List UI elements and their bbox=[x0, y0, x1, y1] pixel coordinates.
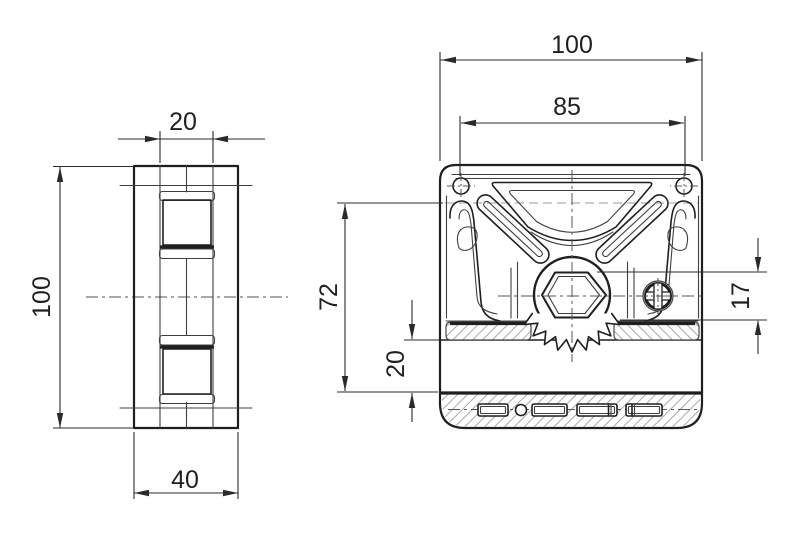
dim-front-hole-spacing: 85 bbox=[459, 93, 686, 176]
side-view: 20 100 40 bbox=[28, 108, 288, 499]
dim-front-lower-offset: 20 bbox=[382, 300, 441, 422]
side-pocket-outer bbox=[449, 200, 501, 322]
dim-side-bottom-width: 40 bbox=[133, 432, 239, 499]
dim-label: 40 bbox=[171, 466, 199, 494]
slot-4 bbox=[625, 403, 663, 417]
dim-label: 100 bbox=[28, 276, 56, 318]
slot-1 bbox=[477, 403, 509, 417]
dim-label: 85 bbox=[553, 93, 581, 121]
dim-side-top-width: 20 bbox=[118, 108, 265, 163]
dim-label: 17 bbox=[727, 282, 755, 310]
dim-front-width: 100 bbox=[439, 31, 703, 161]
dim-front-hex: 17 bbox=[597, 238, 767, 354]
index-hole bbox=[514, 403, 528, 417]
hex-socket bbox=[541, 271, 607, 319]
front-view: 100 85 72 20 bbox=[315, 31, 767, 430]
dim-label: 72 bbox=[315, 283, 343, 311]
slot-3 bbox=[576, 403, 618, 417]
diagonal-rib bbox=[476, 194, 550, 264]
dim-label: 100 bbox=[551, 31, 593, 59]
slot-2 bbox=[531, 403, 568, 417]
roller-top bbox=[158, 190, 216, 260]
pocket-knuckle bbox=[456, 226, 478, 251]
side-pocket-inner bbox=[458, 209, 498, 315]
roller-bottom bbox=[158, 334, 216, 405]
corner-hole bbox=[447, 173, 475, 199]
plate-outline bbox=[438, 163, 704, 430]
side-outline bbox=[119, 164, 253, 430]
dim-label: 20 bbox=[169, 108, 197, 136]
dim-front-center-height: 72 bbox=[315, 202, 443, 393]
dim-side-height: 100 bbox=[28, 165, 134, 429]
pad bbox=[445, 321, 532, 341]
bottom-bar bbox=[441, 391, 701, 427]
dim-label: 20 bbox=[382, 350, 410, 378]
